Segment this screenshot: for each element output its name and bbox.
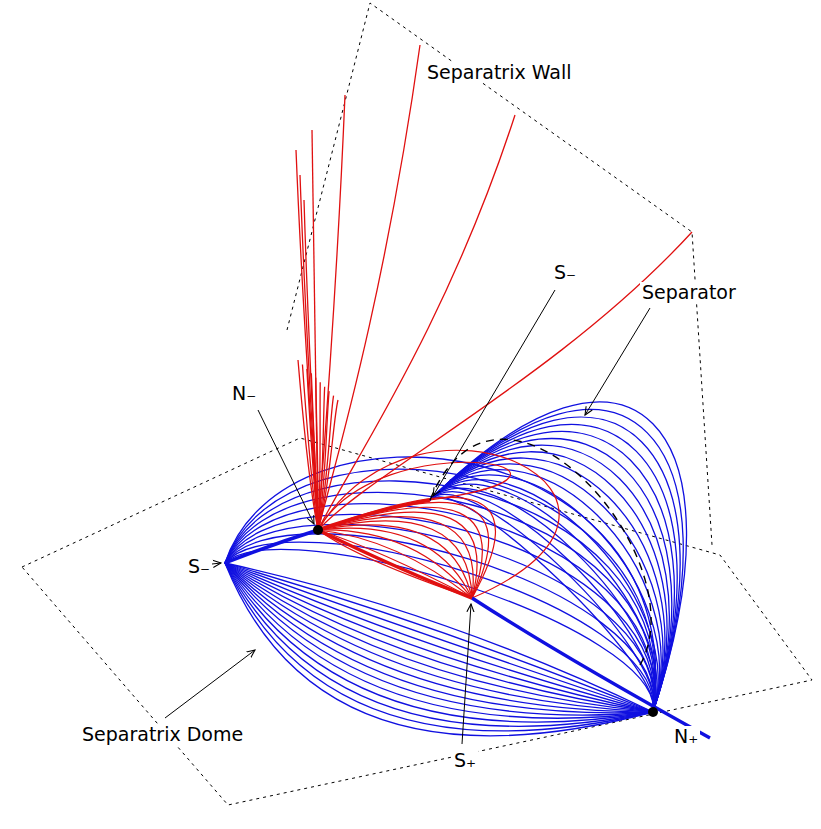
- wall-field-line: [298, 360, 318, 530]
- leader-line: [585, 308, 650, 415]
- spine-line: [472, 598, 710, 738]
- dome-field-line: [430, 488, 656, 712]
- wall-frame: [287, 3, 712, 545]
- part-label: S₊: [452, 750, 478, 771]
- dome-field-line: [430, 417, 680, 712]
- part-label: Separatrix Wall: [425, 62, 574, 83]
- dome-field-line: [430, 402, 687, 712]
- part-label: N₋: [230, 383, 258, 404]
- dome-field-line: [430, 464, 663, 712]
- null-point: [648, 707, 658, 717]
- leader-line: [462, 604, 471, 744]
- separator-line: [430, 439, 651, 665]
- wall-field-line: [318, 396, 334, 530]
- dome-field-line: [225, 469, 655, 712]
- separatrix-field-line: [318, 450, 559, 598]
- separatrix-field-line: [318, 502, 489, 598]
- separatrix-field-line: [318, 528, 472, 598]
- dome-field-line: [225, 524, 654, 712]
- dome-field-line: [225, 534, 654, 712]
- wall-field-line: [318, 400, 338, 530]
- separatrix-field-line: [318, 521, 472, 598]
- spine-line: [225, 530, 318, 563]
- wall-field-line: [307, 369, 318, 530]
- part-label: Separatrix Dome: [80, 724, 245, 745]
- wall-field-line: [318, 45, 420, 530]
- separatrix-field-line: [318, 512, 477, 598]
- wall-field-line: [318, 232, 692, 530]
- dome-field-line: [225, 549, 653, 712]
- wall-field-line: [316, 378, 318, 530]
- separatrix-field-line: [318, 497, 495, 598]
- spine-line: [318, 500, 430, 530]
- separatrix-field-line: [318, 525, 472, 598]
- leader-line: [165, 650, 255, 718]
- dome-field-line: [225, 542, 653, 712]
- dome-field-line: [430, 452, 667, 712]
- wall-field-line: [318, 115, 515, 530]
- null-point: [313, 525, 323, 535]
- wall-field-line: [311, 373, 318, 530]
- dome-field-line: [225, 492, 655, 712]
- dome-field-line: [430, 410, 683, 712]
- dome-field-line: [225, 504, 654, 712]
- part-label: Separator: [640, 282, 738, 303]
- leader-line: [258, 410, 314, 524]
- photosphere-plane: [22, 438, 812, 805]
- part-label: S₋: [186, 556, 212, 577]
- separatrix-field-line: [318, 517, 473, 598]
- part-label: N₊: [672, 726, 700, 747]
- dome-field-line: [225, 457, 656, 712]
- separatrix-field-line: [318, 462, 511, 530]
- dome-field-line: [225, 514, 654, 712]
- dome-field-line: [225, 563, 653, 736]
- leader-line: [212, 563, 221, 564]
- wall-field-line: [318, 95, 345, 530]
- dome-field-line: [225, 481, 655, 712]
- part-label: S₋: [552, 262, 578, 283]
- leader-line: [433, 290, 555, 496]
- spine-line: [318, 530, 472, 598]
